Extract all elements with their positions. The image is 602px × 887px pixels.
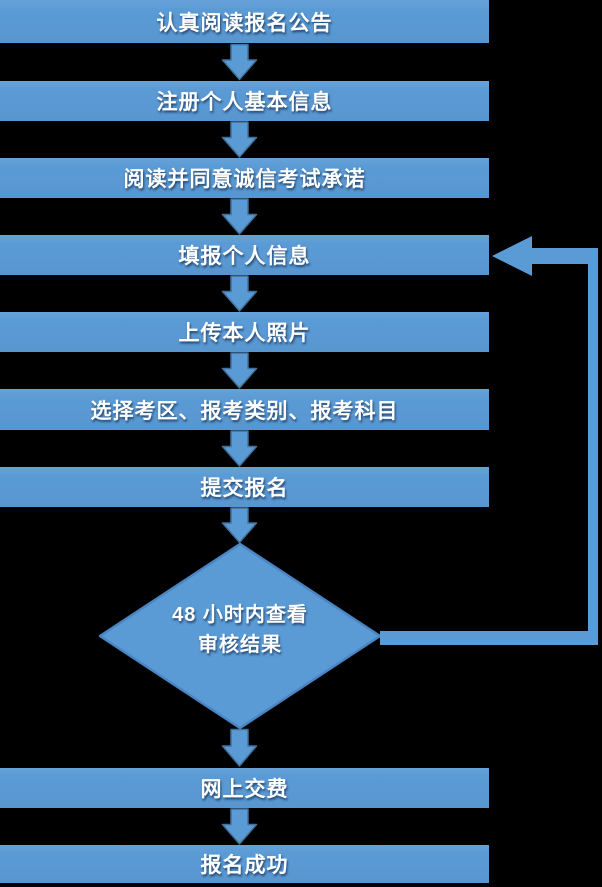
down-arrow-icon	[221, 121, 258, 158]
decision-label-line2: 审核结果	[198, 634, 282, 656]
step-label: 选择考区、报考类别、报考科目	[90, 399, 399, 423]
step-read-announcement-box: 认真阅读报名公告	[0, 0, 489, 43]
down-arrow-icon	[221, 507, 258, 544]
step-label: 认真阅读报名公告	[156, 11, 333, 35]
loopback-left-arrowhead-icon	[492, 236, 532, 276]
step-upload-photo-box: 上传本人照片	[0, 312, 489, 352]
step-label: 提交报名	[200, 477, 289, 500]
step-label: 网上交费	[200, 778, 289, 801]
down-arrow-icon	[221, 43, 258, 81]
step-label: 填报个人信息	[178, 245, 311, 268]
step-label: 阅读并同意诚信考试承诺	[123, 168, 366, 191]
decision-label-line1: 48 小时内查看	[172, 604, 308, 626]
down-arrow-icon	[221, 430, 258, 467]
down-arrow-icon	[221, 728, 258, 767]
step-register-basic-info-box: 注册个人基本信息	[0, 81, 489, 121]
down-arrow-icon	[221, 198, 258, 235]
step-registration-success-box: 报名成功	[0, 845, 489, 883]
step-fill-personal-info-box: 填报个人信息	[0, 235, 489, 275]
step-label: 注册个人基本信息	[156, 91, 333, 114]
decision-review-result-label: 48 小时内查看 审核结果	[100, 600, 380, 660]
decision-diamond	[98, 542, 382, 730]
step-submit-registration-box: 提交报名	[0, 467, 489, 507]
step-label: 报名成功	[200, 854, 289, 877]
step-online-payment-box: 网上交费	[0, 768, 489, 808]
down-arrow-icon	[221, 808, 258, 845]
down-arrow-icon	[221, 275, 258, 312]
step-label: 上传本人照片	[178, 322, 311, 345]
loopback-line	[380, 248, 598, 645]
step-agree-honesty-pledge-box: 阅读并同意诚信考试承诺	[0, 158, 489, 198]
step-select-area-category-subject-box: 选择考区、报考类别、报考科目	[0, 389, 489, 430]
down-arrow-icon	[221, 352, 258, 389]
